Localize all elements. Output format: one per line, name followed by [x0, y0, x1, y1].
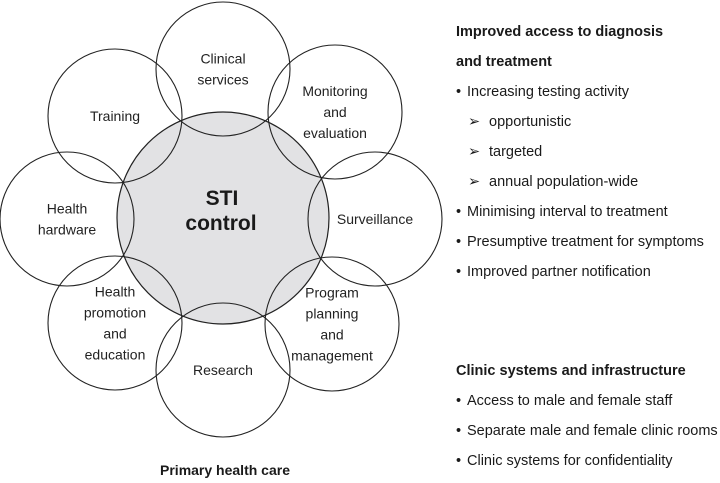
circle-clinical — [155, 1, 291, 137]
clinic-item: Separate male and female clinic rooms — [456, 416, 718, 446]
access-item: Minimising interval to treatment — [456, 197, 704, 227]
access-item: Improved partner notification — [456, 257, 704, 287]
circle-monitoring — [267, 44, 403, 180]
circle-label-surveillance: Surveillance — [337, 211, 413, 227]
circle-training — [47, 48, 183, 184]
circle-label-hardware: hardware — [38, 222, 97, 238]
circle-label-clinical: services — [197, 72, 248, 88]
circle-label-monitoring: and — [323, 104, 346, 120]
circle-label-monitoring: evaluation — [303, 125, 367, 141]
circle-research — [155, 302, 291, 438]
arrow-bullet-icon: ➢ — [468, 114, 481, 130]
circle-label-training: Training — [90, 108, 140, 124]
clinic-item: Clinic systems for confidentiality — [456, 446, 718, 476]
clinic-heading: Clinic systems and infrastructure — [456, 363, 686, 379]
arrow-bullet-icon: ➢ — [468, 144, 481, 160]
circle-label-promotion: promotion — [84, 305, 146, 321]
access-subitem-text: annual population-wide — [489, 174, 639, 190]
access-panel: Improved access to diagnosis and treatme… — [456, 17, 704, 287]
circle-program — [264, 256, 400, 392]
circle-label-program: planning — [306, 306, 359, 322]
clinic-item: Access to male and female staff — [456, 386, 718, 416]
circle-label-hardware: Health — [47, 201, 87, 217]
circle-label-program: management — [291, 348, 373, 364]
circle-label-promotion: and — [103, 326, 126, 342]
circle-label-program: Program — [305, 285, 359, 301]
circle-fill-research — [156, 303, 290, 437]
circle-surveillance — [307, 151, 443, 287]
access-subitem-text: opportunistic — [489, 114, 572, 130]
circle-fill-monitoring — [268, 45, 402, 179]
access-item: Presumptive treatment for symptoms — [456, 227, 704, 257]
arrow-bullet-icon: ➢ — [468, 174, 481, 190]
circle-label-promotion: education — [85, 347, 146, 363]
clinic-panel: Clinic systems and infrastructure Access… — [456, 356, 718, 476]
circle-fill-hardware — [0, 152, 134, 286]
circle-promotion — [47, 255, 183, 391]
center-circle — [116, 111, 330, 325]
circle-label-program: and — [320, 327, 343, 343]
access-subitem: ➢ annual population-wide — [456, 167, 704, 197]
access-subitem-text: targeted — [489, 144, 543, 160]
circle-label-clinical: Clinical — [200, 51, 245, 67]
circle-hardware — [0, 151, 135, 287]
circle-label-research: Research — [193, 362, 253, 378]
access-subitem: ➢ targeted — [456, 137, 704, 167]
circle-label-promotion: Health — [95, 284, 135, 300]
circle-fill-clinical — [156, 2, 290, 136]
access-heading-line-1: Improved access to diagnosis — [456, 24, 664, 40]
access-item: Increasing testing activity — [456, 77, 704, 107]
footer-label: Primary health care — [160, 462, 290, 478]
circle-fill-surveillance — [308, 152, 442, 286]
center-label-line-2: control — [185, 212, 256, 235]
access-heading-line-2: and treatment — [456, 54, 552, 70]
circle-label-monitoring: Monitoring — [302, 83, 367, 99]
center-label-line-1: STI — [206, 187, 239, 210]
access-subitem: ➢ opportunistic — [456, 107, 704, 137]
